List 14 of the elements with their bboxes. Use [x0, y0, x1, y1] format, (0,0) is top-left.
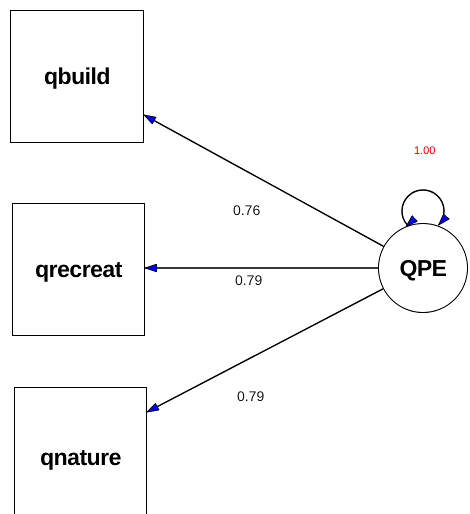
variable-name: qrecreat	[35, 256, 122, 283]
edge-label: 0.79	[235, 272, 262, 288]
observed-variable-box	[10, 10, 144, 143]
edge-label: 0.79	[237, 388, 264, 404]
path-arrow	[144, 114, 384, 248]
variable-name: qnature	[40, 444, 121, 470]
variable-name: qbuild	[44, 63, 110, 90]
edge-label: 0.76	[233, 202, 260, 218]
variance-loop-arrow	[401, 189, 450, 227]
path-arrow	[146, 288, 384, 413]
observed-variable-box	[14, 387, 147, 514]
observed-variable-box	[12, 203, 145, 336]
variable-name: QPE	[399, 254, 447, 282]
path-arrow	[144, 264, 378, 272]
